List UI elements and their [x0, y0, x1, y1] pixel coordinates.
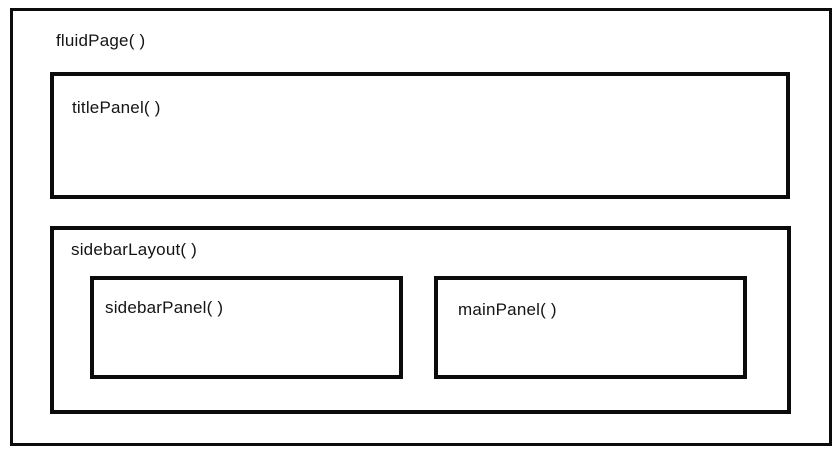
titlepanel-label: titlePanel( )	[72, 98, 161, 117]
mainpanel-box: mainPanel( )	[434, 276, 747, 379]
fluidpage-label: fluidPage( )	[56, 31, 146, 50]
mainpanel-label: mainPanel( )	[458, 300, 557, 319]
sidebarlayout-box: sidebarLayout( ) sidebarPanel( ) mainPan…	[50, 226, 791, 414]
titlepanel-box: titlePanel( )	[50, 72, 790, 199]
sidebarlayout-label: sidebarLayout( )	[71, 240, 198, 259]
sidebarpanel-label: sidebarPanel( )	[105, 298, 224, 317]
fluidpage-box: fluidPage( ) titlePanel( ) sidebarLayout…	[10, 8, 832, 446]
sidebarpanel-box: sidebarPanel( )	[90, 276, 403, 379]
